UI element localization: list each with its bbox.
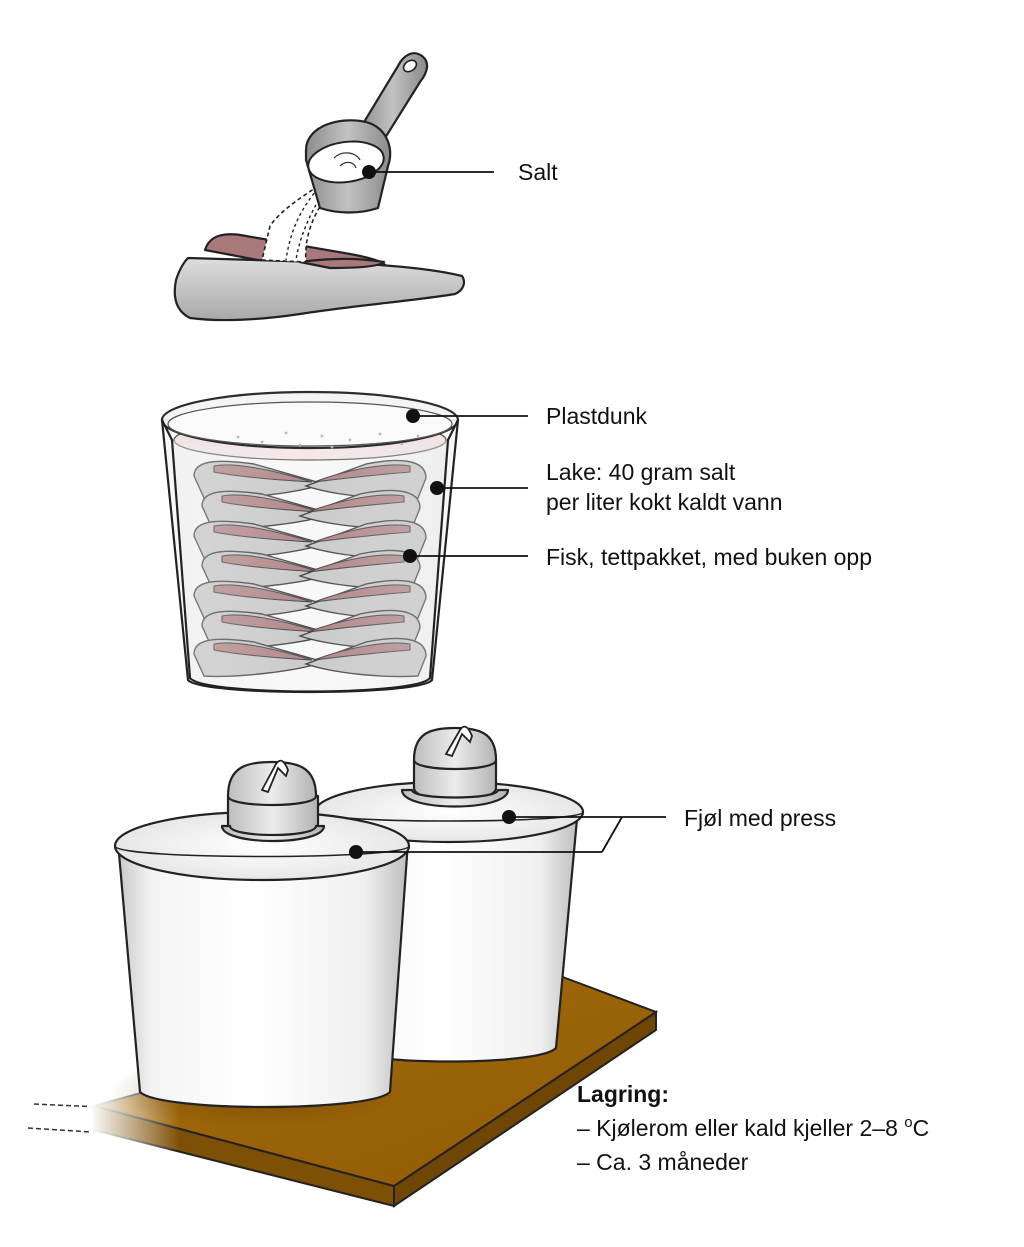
storage-heading: Lagring: — [577, 1081, 669, 1107]
bucket-leaders — [403, 409, 528, 563]
fjol-label: Fjøl med press — [684, 805, 836, 831]
brine-speck — [400, 442, 404, 446]
brine-speck — [378, 432, 382, 436]
salt-scoop-illustration — [304, 52, 429, 214]
storage-scene: Fjøl med press Lagring: – Kjølerom eller… — [27, 725, 929, 1208]
plastdunk-label: Plastdunk — [546, 403, 648, 429]
storage-info: Lagring: – Kjølerom eller kald kjeller 2… — [577, 1081, 929, 1175]
salt-label: Salt — [518, 159, 558, 185]
brine-speck — [320, 434, 324, 438]
salt-leader — [362, 165, 494, 179]
brine-speck — [348, 438, 352, 442]
brine-speck — [260, 440, 264, 444]
lake-label-line2: per liter kokt kaldt vann — [546, 489, 783, 515]
brine-specks — [236, 431, 420, 449]
front-bucket — [113, 759, 411, 1109]
storage-line2: – Ca. 3 måneder — [577, 1149, 749, 1175]
lid-leaders — [349, 810, 666, 859]
brine-speck — [298, 443, 302, 447]
brine-speck — [236, 435, 240, 439]
storage-line1-degree: o — [904, 1114, 912, 1131]
lake-label-line1: Lake: 40 gram salt — [546, 459, 736, 485]
storage-line1-text: – Kjølerom eller kald kjeller 2–8 — [577, 1115, 904, 1141]
brine-speck — [330, 445, 334, 449]
brine-speck — [284, 431, 288, 435]
storage-line1-unit: C — [913, 1115, 930, 1141]
brine-speck — [416, 434, 420, 438]
salt-scene: Salt — [173, 52, 558, 322]
storage-line1: – Kjølerom eller kald kjeller 2–8 oC — [577, 1114, 929, 1141]
brine-bucket-scene: Plastdunk Lake: 40 gram salt per liter k… — [160, 390, 872, 694]
fisk-label: Fisk, tettpakket, med buken opp — [546, 544, 872, 570]
salted-fish-illustration — [173, 233, 466, 322]
